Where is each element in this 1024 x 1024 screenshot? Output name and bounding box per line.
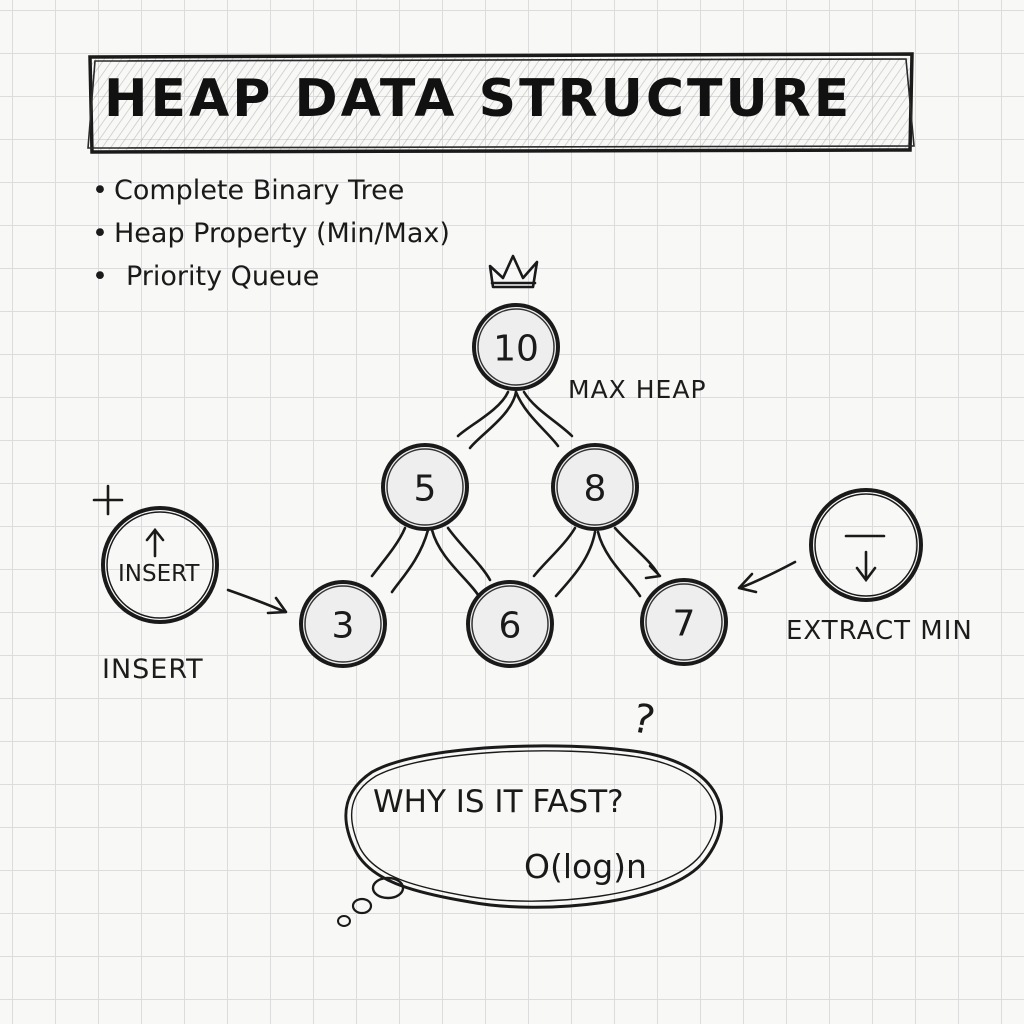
node-root: 10 xyxy=(472,303,560,391)
node-value: 6 xyxy=(499,606,522,647)
bubble-answer: O(log)n xyxy=(524,847,647,886)
node-left-right: 6 xyxy=(466,580,554,668)
insert-operation xyxy=(92,484,219,624)
list-item: •Complete Binary Tree xyxy=(92,175,405,206)
node-left-left: 3 xyxy=(299,580,387,668)
node-value: 7 xyxy=(673,604,696,645)
heap-nodes: 10 5 8 3 6 xyxy=(299,303,728,668)
list-item-text: Heap Property (Min/Max) xyxy=(114,218,450,249)
insert-arrow xyxy=(226,588,288,615)
node-right: 8 xyxy=(551,443,639,531)
arrow-down-icon xyxy=(844,534,886,583)
bubble-question: WHY IS IT FAST? xyxy=(373,784,624,820)
node-value: 10 xyxy=(493,329,539,370)
node-left: 5 xyxy=(381,443,469,531)
node-right-left: 7 xyxy=(640,578,728,666)
list-item: •Heap Property (Min/Max) xyxy=(92,218,450,249)
list-item-text: Complete Binary Tree xyxy=(114,175,405,206)
crown-icon xyxy=(488,254,539,289)
page-title: HEAP DATA STRUCTURE xyxy=(104,69,853,129)
thought-bubble xyxy=(337,744,723,927)
feature-list: •Complete Binary Tree •Heap Property (Mi… xyxy=(92,174,450,303)
insert-caption: INSERT xyxy=(102,654,204,685)
extract-operation xyxy=(809,488,923,602)
tree-edges xyxy=(370,390,662,600)
list-item: •Priority Queue xyxy=(92,261,320,292)
node-value: 5 xyxy=(414,469,437,510)
heap-type-label: MAX HEAP xyxy=(568,375,707,404)
node-value: 8 xyxy=(584,469,607,510)
arrow-up-icon xyxy=(145,527,165,558)
insert-circle-label: INSERT xyxy=(118,561,200,587)
extract-caption: EXTRACT MIN xyxy=(786,616,973,646)
list-item-text: Priority Queue xyxy=(126,261,320,292)
extract-arrow xyxy=(737,560,797,594)
node-value: 3 xyxy=(332,606,355,647)
